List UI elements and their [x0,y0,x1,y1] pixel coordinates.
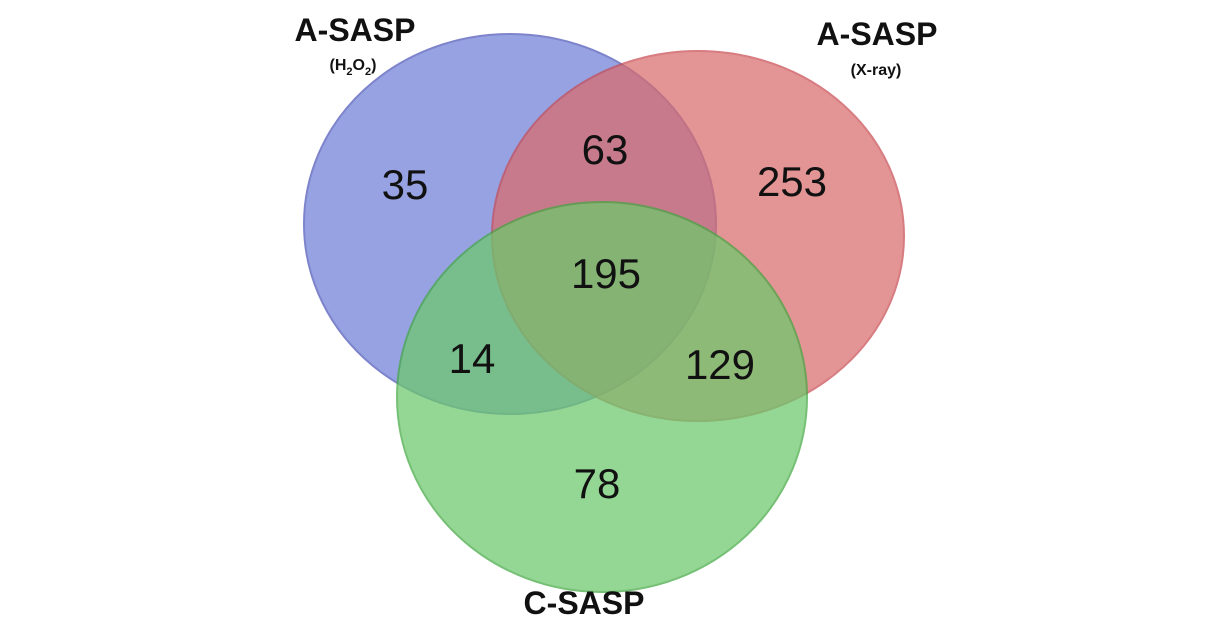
sub-part: (H [330,57,347,74]
sub-part: O [353,57,365,74]
sub-part: 2 [346,66,352,78]
set-label-xray: A-SASP [817,16,938,52]
count-h2o2-csasp: 14 [449,335,496,382]
set-label-csasp: C-SASP [524,585,645,621]
sub-part: 2 [365,66,371,78]
set-label-h2o2: A-SASP [295,12,416,48]
count-h2o2-xray: 63 [582,126,629,173]
count-xray-csasp: 129 [685,341,755,388]
count-h2o2-only: 35 [382,161,429,208]
sub-part: ) [371,57,376,74]
count-all-three: 195 [571,250,641,297]
set-sublabel-h2o2: (H2O2) [330,57,377,78]
set-sublabel-xray: (X-ray) [851,62,902,79]
set-circle-csasp [396,201,808,593]
count-xray-only: 253 [757,158,827,205]
count-csasp-only: 78 [574,460,621,507]
